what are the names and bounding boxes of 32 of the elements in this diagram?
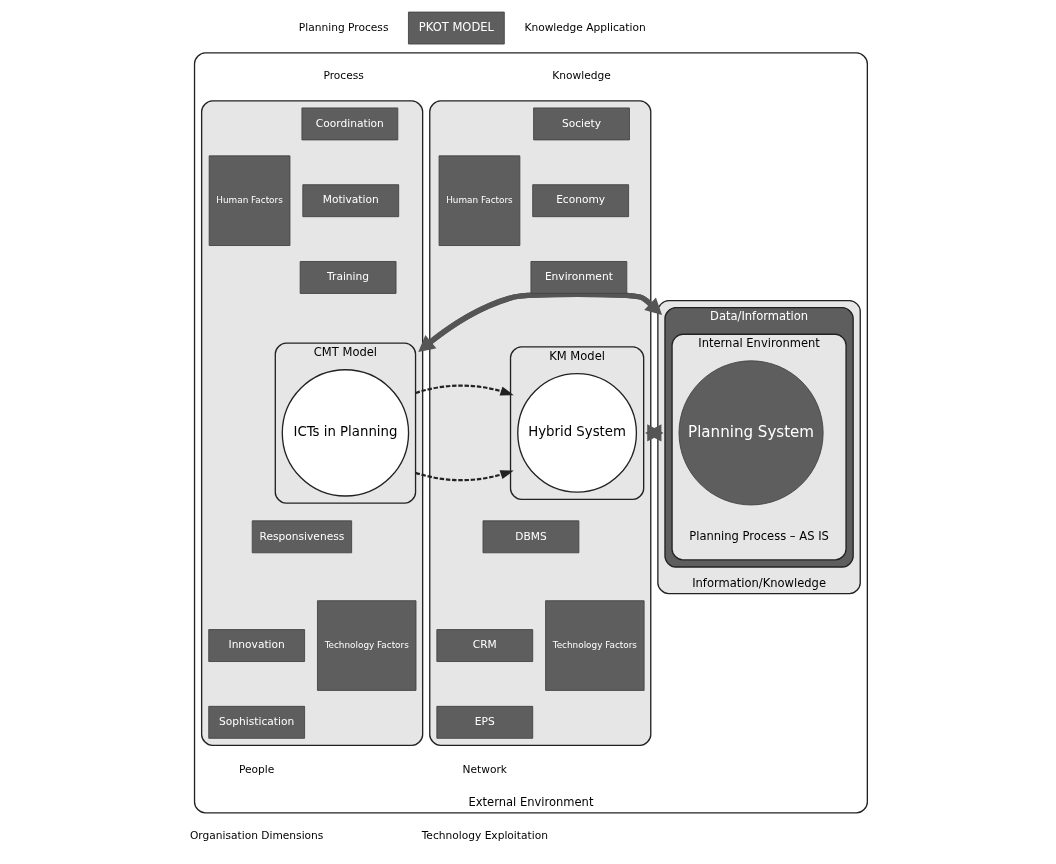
label: Process xyxy=(322,68,364,82)
node-box: Economy xyxy=(531,184,629,218)
node-box: Society xyxy=(532,107,630,141)
label: Network xyxy=(462,763,507,777)
node-circle: Hybrid System xyxy=(516,372,637,493)
node-box: PKOT MODEL xyxy=(407,11,505,45)
node-box: EPS xyxy=(435,705,533,739)
node-box: Technology Factors xyxy=(544,600,645,691)
node-circle: Planning System xyxy=(678,360,824,506)
node-box: Environment xyxy=(530,261,627,294)
node-box: CRM xyxy=(435,629,533,662)
label: Technology Exploitation xyxy=(421,828,548,842)
node-box: Technology Factors xyxy=(316,600,416,691)
label: Knowledge xyxy=(551,68,611,82)
label: People xyxy=(238,763,274,777)
cluster xyxy=(200,100,423,747)
node-box: Coordination xyxy=(301,107,398,141)
arrow xyxy=(414,384,514,396)
cluster xyxy=(428,100,651,747)
node-box: Motivation xyxy=(301,184,399,218)
node-box: Sophistication xyxy=(207,705,305,739)
arrow xyxy=(414,470,514,482)
label: Planning Process xyxy=(298,20,388,34)
label: Knowledge Application xyxy=(523,20,646,34)
node-box: Human Factors xyxy=(208,155,290,246)
node-box: Responsiveness xyxy=(251,520,352,554)
node-box: Training xyxy=(299,261,396,294)
label: Organisation Dimensions xyxy=(189,828,323,842)
node-box: DBMS xyxy=(482,520,579,554)
node-box: Innovation xyxy=(207,629,305,662)
node-circle: ICTs in Planning xyxy=(281,369,409,497)
node-box: Human Factors xyxy=(438,155,520,246)
